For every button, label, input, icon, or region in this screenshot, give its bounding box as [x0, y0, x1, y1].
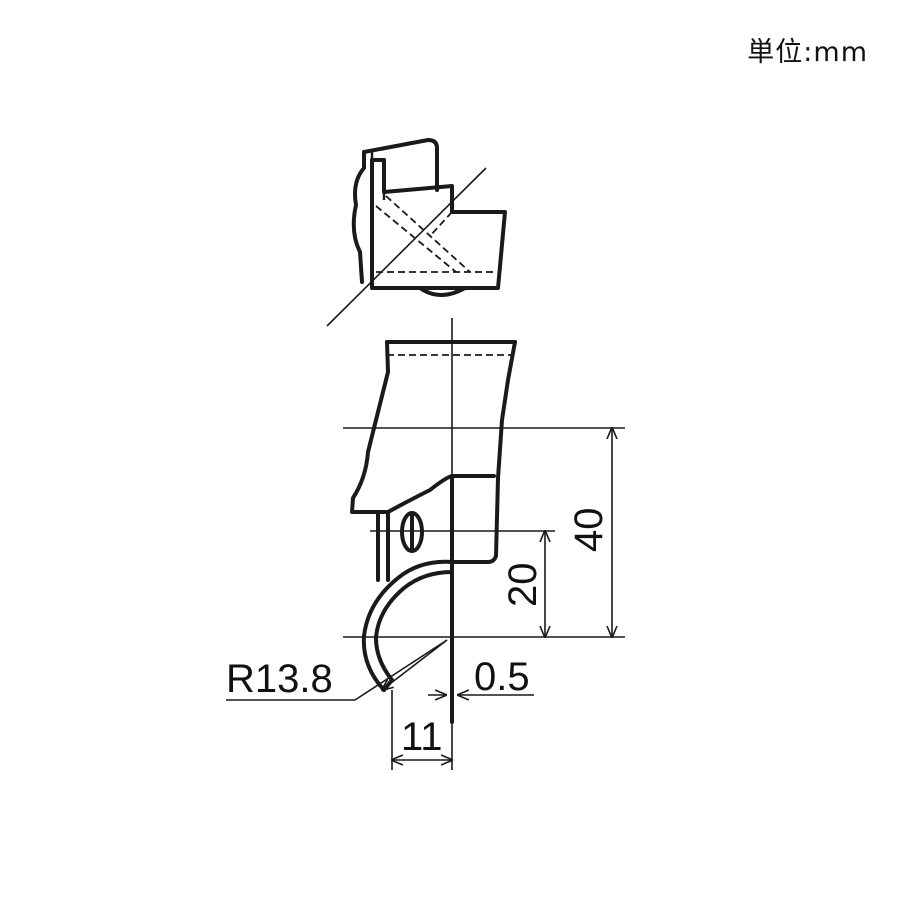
- dimension-lines: [226, 428, 625, 770]
- height-large-label: 40: [567, 508, 611, 553]
- gap-label: 0.5: [474, 655, 530, 699]
- unit-label: 単位:mm: [747, 37, 868, 68]
- top-view: [326, 138, 507, 327]
- height-small-label: 20: [501, 563, 545, 608]
- radius-label: R13.8: [226, 657, 333, 701]
- side-view: [350, 318, 517, 724]
- width-label: 11: [401, 715, 443, 759]
